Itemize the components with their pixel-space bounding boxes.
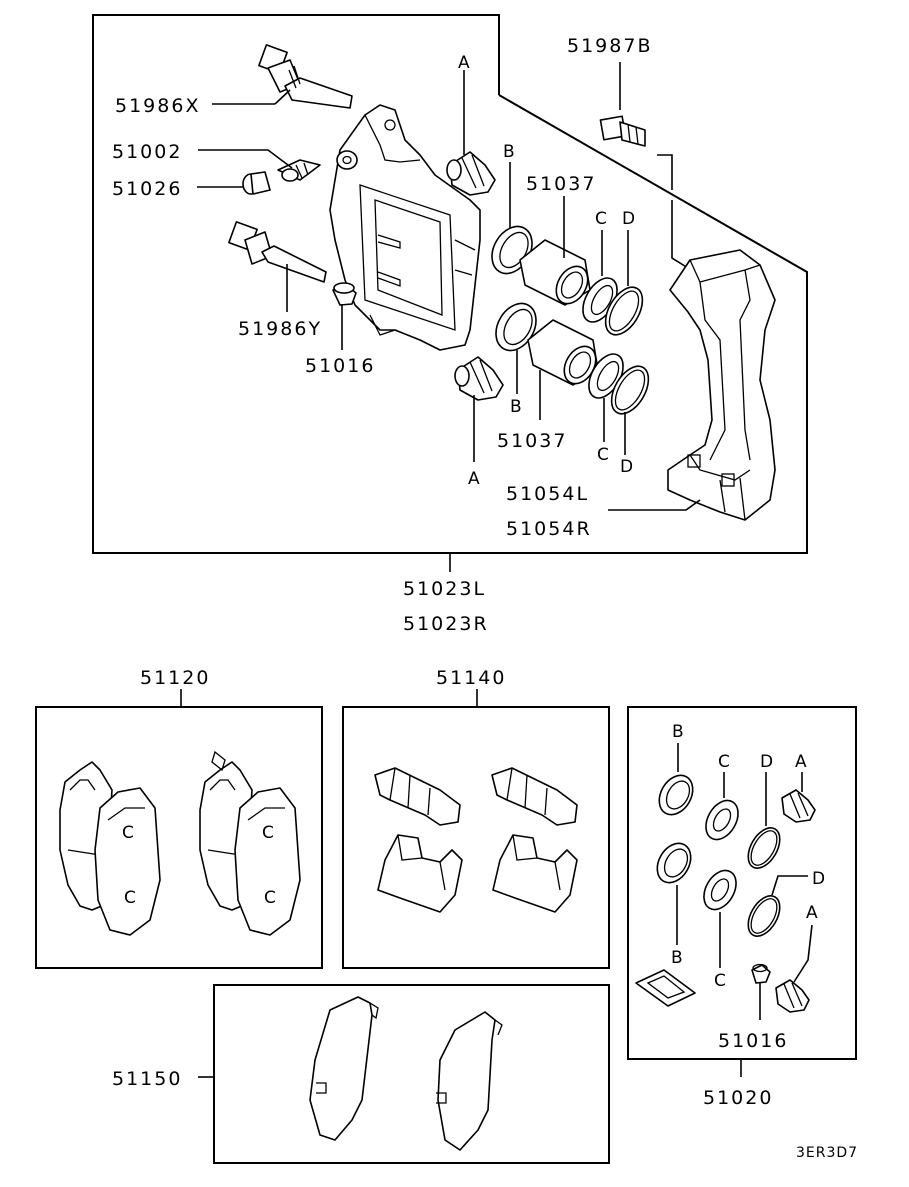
svg-text:C: C [124,888,136,908]
shim-set-frame [213,984,610,1164]
label-51016-kit: 51016 [718,1030,788,1052]
pad-clip-upper-left[interactable] [374,767,461,826]
boot-a-upper[interactable] [446,151,496,196]
kit-letter-b-lower: B [671,948,683,968]
label-51002: 51002 [112,141,182,163]
letter-b-upper: B [503,142,515,162]
label-51026: 51026 [112,178,182,200]
bleeder-cap[interactable] [242,171,271,195]
pad-clip-lower-right[interactable] [492,834,578,913]
label-51016-main: 51016 [305,355,375,377]
brake-pad-left-pair[interactable]: C C [59,761,161,936]
piston-upper[interactable] [519,239,594,309]
seal-kit-frame [627,706,857,1060]
kit-piston-boot-b-lower[interactable] [651,837,698,888]
caliper-body[interactable] [329,104,481,351]
kit-ring-d-upper[interactable] [742,822,787,873]
label-51023r: 51023R [403,613,489,635]
label-51037-lower: 51037 [497,430,567,452]
kit-letter-c-upper: C [718,752,730,772]
kit-letter-c-lower: C [714,971,726,991]
kit-seal-c-upper[interactable] [699,795,744,845]
label-51054l: 51054L [506,483,589,505]
label-51023l: 51023L [403,578,486,600]
kit-letter-d-upper: D [760,752,773,772]
kit-pin-bushing[interactable] [751,963,771,984]
svg-text:C: C [264,888,276,908]
kit-letter-a-upper: A [795,752,807,772]
guide-pin-upper[interactable] [258,44,353,109]
svg-text:C: C [262,823,274,843]
letter-d-lower: D [620,457,633,477]
label-51054r: 51054R [506,518,592,540]
guide-pin-lower[interactable] [228,221,327,283]
boot-a-lower[interactable] [454,356,504,401]
shim-left[interactable] [309,996,379,1141]
kit-letter-a-lower: A [806,903,818,923]
kit-seal-c-lower[interactable] [697,865,742,915]
kit-letter-b-upper: B [672,722,684,742]
letter-b-lower: B [510,397,522,417]
brake-pad-right-pair[interactable]: C C [199,750,301,936]
kit-boot-a-lower[interactable] [775,979,810,1013]
ring-d-upper[interactable] [598,281,650,341]
bleeder-screw[interactable] [277,159,321,182]
caliper-assembly-frame [92,14,808,572]
kit-grease-packet[interactable] [635,969,696,1007]
shim-right[interactable] [436,1011,503,1151]
pad-clip-upper-right[interactable] [491,767,578,826]
svg-text:C: C [122,823,134,843]
pad-set-frame [35,706,323,969]
label-51986x: 51986X [115,95,200,117]
label-51120: 51120 [140,667,210,689]
label-51987b: 51987B [567,35,652,57]
support-bolt[interactable] [599,115,646,147]
label-51140: 51140 [436,667,506,689]
letter-c-upper: C [595,209,607,229]
letter-d-upper: D [622,209,635,229]
pin-bushing[interactable] [332,282,357,306]
label-51986y: 51986Y [238,318,322,340]
support-bracket[interactable] [667,249,776,521]
pad-clip-lower-left[interactable] [377,834,463,913]
letter-a-lower: A [468,469,480,489]
label-51020: 51020 [703,1087,773,1109]
label-51150: 51150 [112,1068,182,1090]
kit-boot-a-upper[interactable] [781,789,816,823]
ring-d-lower[interactable] [604,360,656,420]
label-51037-upper: 51037 [526,173,596,195]
letter-a-upper: A [458,53,470,73]
pad-clip-set-frame [342,706,610,969]
diagram-code: 3ER3D7 [796,1145,858,1161]
kit-letter-d-lower: D [812,869,825,889]
piston-boot-b-lower[interactable] [488,296,544,357]
kit-ring-d-lower[interactable] [742,890,787,941]
kit-piston-boot-b-upper[interactable] [653,769,700,820]
piston-lower[interactable] [527,319,602,389]
letter-c-lower: C [597,445,609,465]
